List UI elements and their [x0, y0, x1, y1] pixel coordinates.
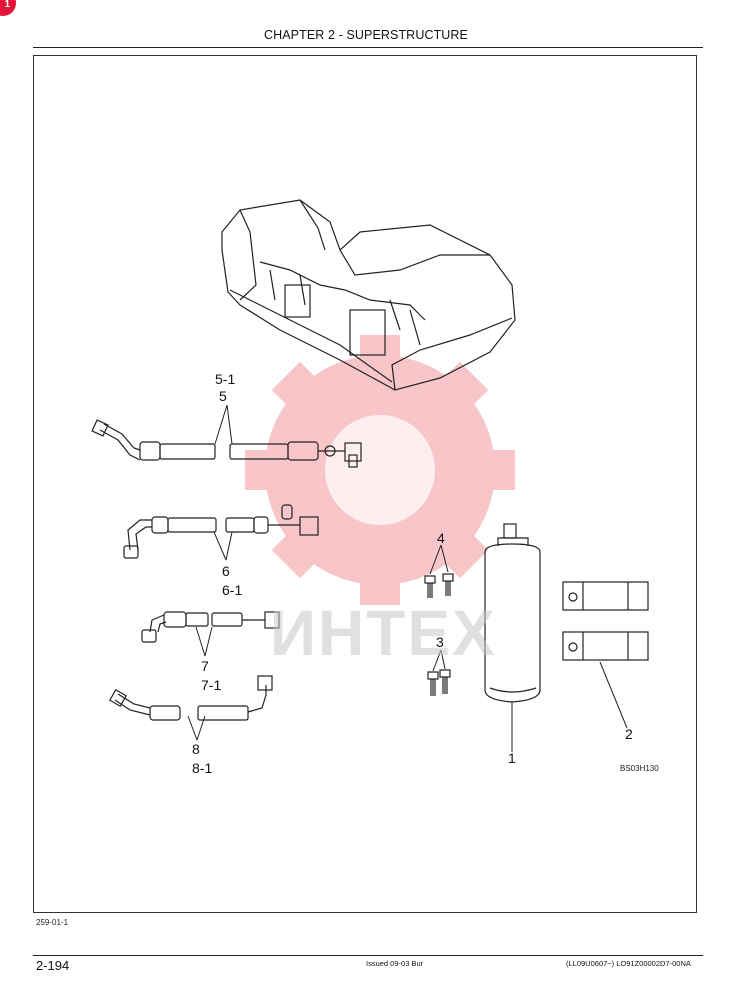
frame-code: 259-01-1	[36, 918, 69, 927]
bolts	[424, 573, 454, 696]
callout-6: 6	[222, 563, 230, 579]
callout-8: 8	[192, 741, 200, 757]
callout-2: 2	[625, 726, 633, 742]
receiver-drier	[484, 523, 541, 703]
hose-7	[141, 611, 280, 643]
page-corner-badge: 1	[0, 0, 16, 16]
callout-8-1: 8-1	[192, 760, 213, 776]
figure-code: BS03H130	[620, 764, 659, 773]
reference-code: (LL09U0607~) LO91Z00002D7-00NA	[566, 959, 691, 968]
chapter-title: CHAPTER 2 - SUPERSTRUCTURE	[263, 28, 468, 42]
page-number: 2-194	[36, 958, 70, 973]
brackets	[562, 581, 649, 661]
footer-rule	[33, 955, 703, 956]
callout-3: 3	[436, 634, 444, 650]
hose-5	[91, 419, 362, 468]
leader-lines	[187, 404, 628, 752]
callout-5-1: 5-1	[215, 371, 236, 387]
callout-1: 1	[508, 750, 516, 766]
callout-6-1: 6-1	[222, 582, 243, 598]
hose-6	[123, 504, 319, 559]
callout-7-1: 7-1	[201, 677, 222, 693]
hose-8	[108, 675, 273, 721]
callout-4: 4	[437, 530, 445, 546]
illustration-frame	[33, 55, 697, 913]
callout-7: 7	[201, 658, 209, 674]
header-rule	[33, 47, 703, 48]
issued-info: Issued 09-03 Bur	[366, 959, 424, 968]
callout-5: 5	[219, 388, 227, 404]
machine-sketch	[221, 199, 516, 391]
watermark-text: ИHTEX	[270, 597, 497, 669]
